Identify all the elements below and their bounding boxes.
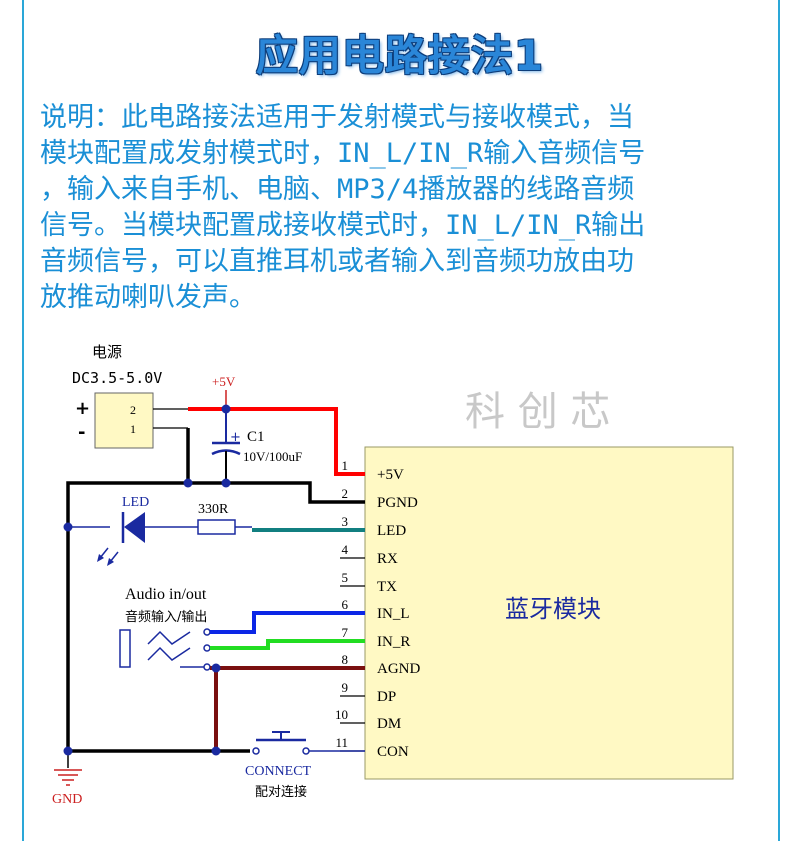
pin-label: DP: [377, 689, 396, 705]
pin-number: 1: [342, 458, 349, 473]
led-label: LED: [122, 495, 149, 510]
plus5v-label: +5V: [212, 374, 236, 389]
ground-icon: [54, 769, 82, 786]
pin-label: LED: [377, 523, 406, 539]
description-line: ，输入来自手机、电脑、MP3/4播放器的线路音频: [40, 174, 635, 205]
description-line: 模块配置成发射模式时，IN_L/IN_R输入音频信号: [40, 138, 646, 169]
watermark-text: 科 创 芯: [465, 389, 610, 435]
wire-5v: [188, 407, 365, 476]
switch-label-cn: 配对连接: [255, 784, 307, 800]
capacitor-plate-curved: [211, 449, 241, 456]
left-frame-border: [22, 0, 24, 841]
switch-label: CONNECT: [245, 764, 312, 779]
resistor-icon: [197, 519, 236, 535]
description-line: 音频信号，可以直推耳机或者输入到音频功放由功: [40, 246, 634, 277]
power-pin-number: 2: [130, 403, 136, 417]
right-frame-border: [778, 0, 780, 841]
power-plus-sign: +: [75, 398, 90, 419]
power-connector: [94, 392, 154, 449]
junction-dot: [183, 478, 193, 488]
pin-label: IN_L: [377, 606, 410, 622]
pin-label: AGND: [377, 661, 420, 677]
pin-label: RX: [377, 551, 398, 567]
power-label: 电源: [92, 343, 122, 361]
pin-number: 9: [342, 680, 349, 695]
description-line: 说明：此电路接法适用于发射模式与接收模式，当: [40, 102, 634, 133]
pin-number: 10: [335, 707, 348, 722]
pin-number: 11: [335, 735, 348, 750]
power-voltage: DC3.5-5.0V: [72, 369, 162, 387]
gnd-label: GND: [52, 792, 82, 807]
pin-number: 4: [342, 542, 349, 557]
connect-switch-icon[interactable]: [252, 731, 310, 755]
audio-jack-icon: [119, 628, 211, 671]
audio-label-cn: 音频输入/输出: [125, 609, 207, 625]
junction-dot: [63, 746, 73, 756]
pin-label: TX: [377, 579, 397, 595]
power-pin-number: 1: [130, 422, 136, 436]
pin-number: 7: [342, 625, 349, 640]
pin-label: PGND: [377, 495, 418, 511]
module-name: 蓝牙模块: [505, 595, 601, 623]
wire-in-l: [210, 611, 365, 634]
resistor-value: 330R: [198, 502, 229, 517]
pin-label: DM: [377, 716, 401, 732]
pin-number: 2: [342, 486, 349, 501]
pin-number: 6: [342, 597, 349, 612]
pin-label: IN_R: [377, 634, 410, 650]
audio-label: Audio in/out: [125, 586, 207, 603]
junction-dot: [211, 663, 221, 673]
led-icon: [97, 512, 145, 566]
pin-label: CON: [377, 744, 409, 760]
junction-dot: [221, 478, 231, 488]
description-line: 信号。当模块配置成接收模式时，IN_L/IN_R输出: [40, 210, 646, 241]
capacitor-plus-sign: +: [230, 430, 241, 445]
description-line: 放推动喇叭发声。: [40, 282, 256, 313]
wire-gnd: [66, 481, 365, 751]
power-minus-sign: -: [78, 422, 85, 443]
capacitor-name: C1: [247, 429, 265, 445]
pin-number: 5: [342, 570, 349, 585]
description: 说明：此电路接法适用于发射模式与接收模式，当 模块配置成发射模式时，IN_L/I…: [40, 100, 770, 316]
pin-number: 8: [342, 652, 349, 667]
pin-label: +5V: [377, 467, 404, 483]
wire-in-r: [210, 639, 365, 650]
capacitor-value: 10V/100uF: [243, 449, 302, 464]
junction-dot: [211, 746, 221, 756]
page-title: 应用电路接法1: [255, 31, 545, 80]
bluetooth-module-box: [364, 446, 734, 780]
pin-number: 3: [342, 514, 349, 529]
